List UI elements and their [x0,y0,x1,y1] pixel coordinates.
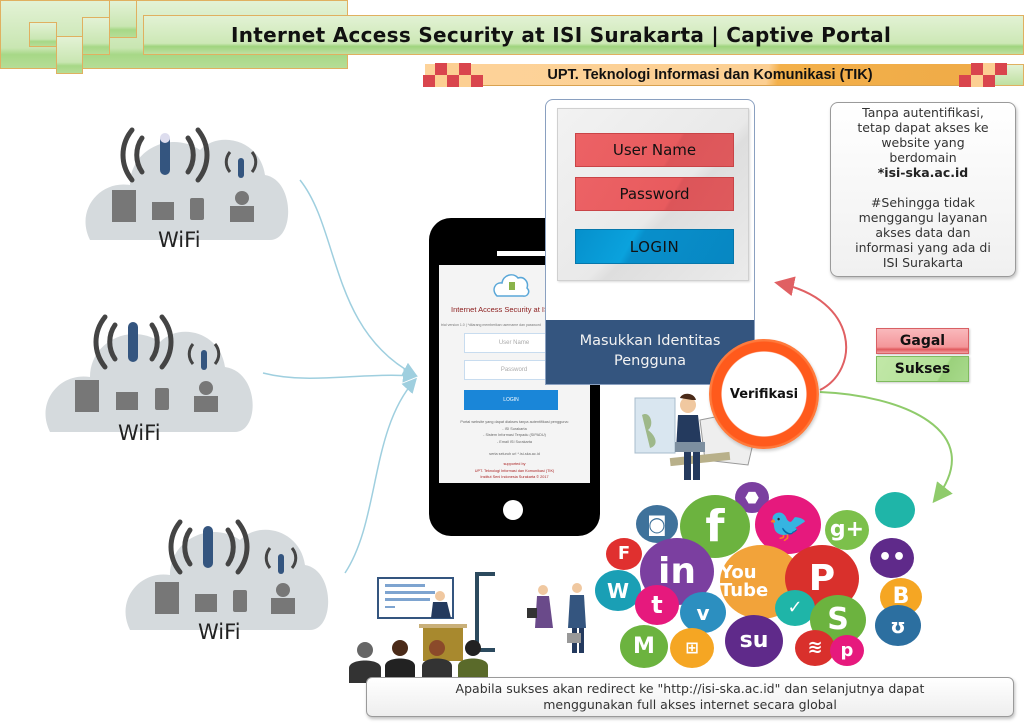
delicious-icon: ✓ [775,590,815,626]
tablet-touch-icon [155,388,169,410]
login-button[interactable]: LOGIN [575,229,734,264]
phone-portal-title: Internet Access Security at ISI S [451,305,559,314]
spotify-icon: ≋ [795,630,835,666]
shop-icon [195,594,217,612]
phone-home-button [503,500,523,520]
wifi-label-2: WiFi [118,421,161,445]
wifi-label-1: WiFi [158,228,201,252]
phone-password-input[interactable]: Password [464,360,564,380]
wifi-zone-2 [45,314,253,432]
cloud-logo-icon [493,274,530,297]
vimeo-icon: v [680,592,726,633]
arrow-wifi2-to-phone [262,367,418,383]
phone-login-button[interactable]: LOGIN [464,390,558,410]
shop-icon [152,202,174,220]
arrow-wifi3-to-phone [344,377,418,574]
stumbleupon-icon: su [725,615,783,667]
verification-label: Verifikasi [729,386,799,402]
twitter-icon: 🐦 [755,495,821,554]
gmail-icon: M [620,625,668,668]
bottom-note-line-1: Apabila sukses akan redirect ke "http://… [455,681,925,696]
antenna-signal-icon [168,519,250,575]
building-icon [75,380,99,412]
password-field[interactable]: Password [575,177,734,211]
wifi-zone-1 [85,127,289,240]
header-block [29,22,57,47]
page-title: Internet Access Security at ISI Surakart… [231,23,892,47]
apple-icon [875,492,915,528]
subtitle-text: UPT. Teknologi Informasi dan Komunikasi … [547,66,873,83]
user-laptop-icon [199,381,213,395]
arrow-verify-fail [774,276,848,391]
antenna-signal-icon [93,314,174,370]
google-plus-icon: g+ [825,510,869,550]
login-card: User Name Password LOGIN Masukkan Identi… [545,99,755,385]
username-field[interactable]: User Name [575,133,734,167]
allowed-domain: *isi-ska.ac.id [877,165,969,180]
user-laptop-icon [235,191,249,205]
success-badge: Sukses [876,356,969,382]
bottom-note: Apabila sukses akan redirect ke "http://… [366,677,1014,717]
verification-node: Verifikasi [709,339,819,449]
login-form: User Name Password LOGIN [557,108,749,281]
wifi-zone-3 [125,519,329,630]
wordpress-icon: W [595,570,641,611]
shop-icon [116,392,138,410]
building-icon [112,190,136,222]
phone-portal-note: trial version 1.0 | *dilarang memberikan… [441,323,541,327]
audience [349,640,488,683]
phone-speaker [497,251,545,256]
arrow-wifi1-to-phone [299,179,418,377]
path-icon: p [830,635,864,666]
walking-people [527,583,586,653]
header-block [56,36,83,74]
vine-icon: ʊ [875,605,921,646]
pinterest-icon: P [785,545,859,612]
title-bar: Internet Access Security at ISI Surakart… [143,15,1024,55]
info-box: Tanpa autentifikasi, tetap dapat akses k… [830,102,1016,277]
tablet-touch-icon [233,590,247,612]
antenna-signal-icon [120,127,210,183]
arrow-verify-success [819,391,953,504]
small-antenna-icon [187,343,221,365]
phone-portal-text: Portal website yang dapat diakses tanpa … [460,420,569,456]
instagram-icon: ◙ [636,505,678,543]
bottom-note-line-2: menggunakan full akses internet secara g… [543,697,837,712]
building-icon [155,582,179,614]
windows-icon: ⊞ [670,628,714,668]
flipboard-icon: F [606,538,642,570]
small-antenna-icon [224,151,258,173]
flickr-icon: •• [870,538,914,578]
caption-line-2: Pengguna [613,353,686,369]
wifi-label-3: WiFi [198,620,241,644]
small-antenna-icon [264,547,298,569]
zone-icons [112,190,254,222]
phone-footer: supported by UPT. Teknologi Informasi da… [474,462,555,479]
subtitle-bar: UPT. Teknologi Informasi dan Komunikasi … [425,64,995,86]
header-block [109,0,137,38]
fail-badge: Gagal [876,328,969,354]
tumblr-icon: t [635,585,679,625]
caption-line-1: Masukkan Identitas [579,333,721,349]
user-laptop-icon [276,583,290,597]
tablet-touch-icon [190,198,204,220]
presentation-illustration [349,572,586,683]
